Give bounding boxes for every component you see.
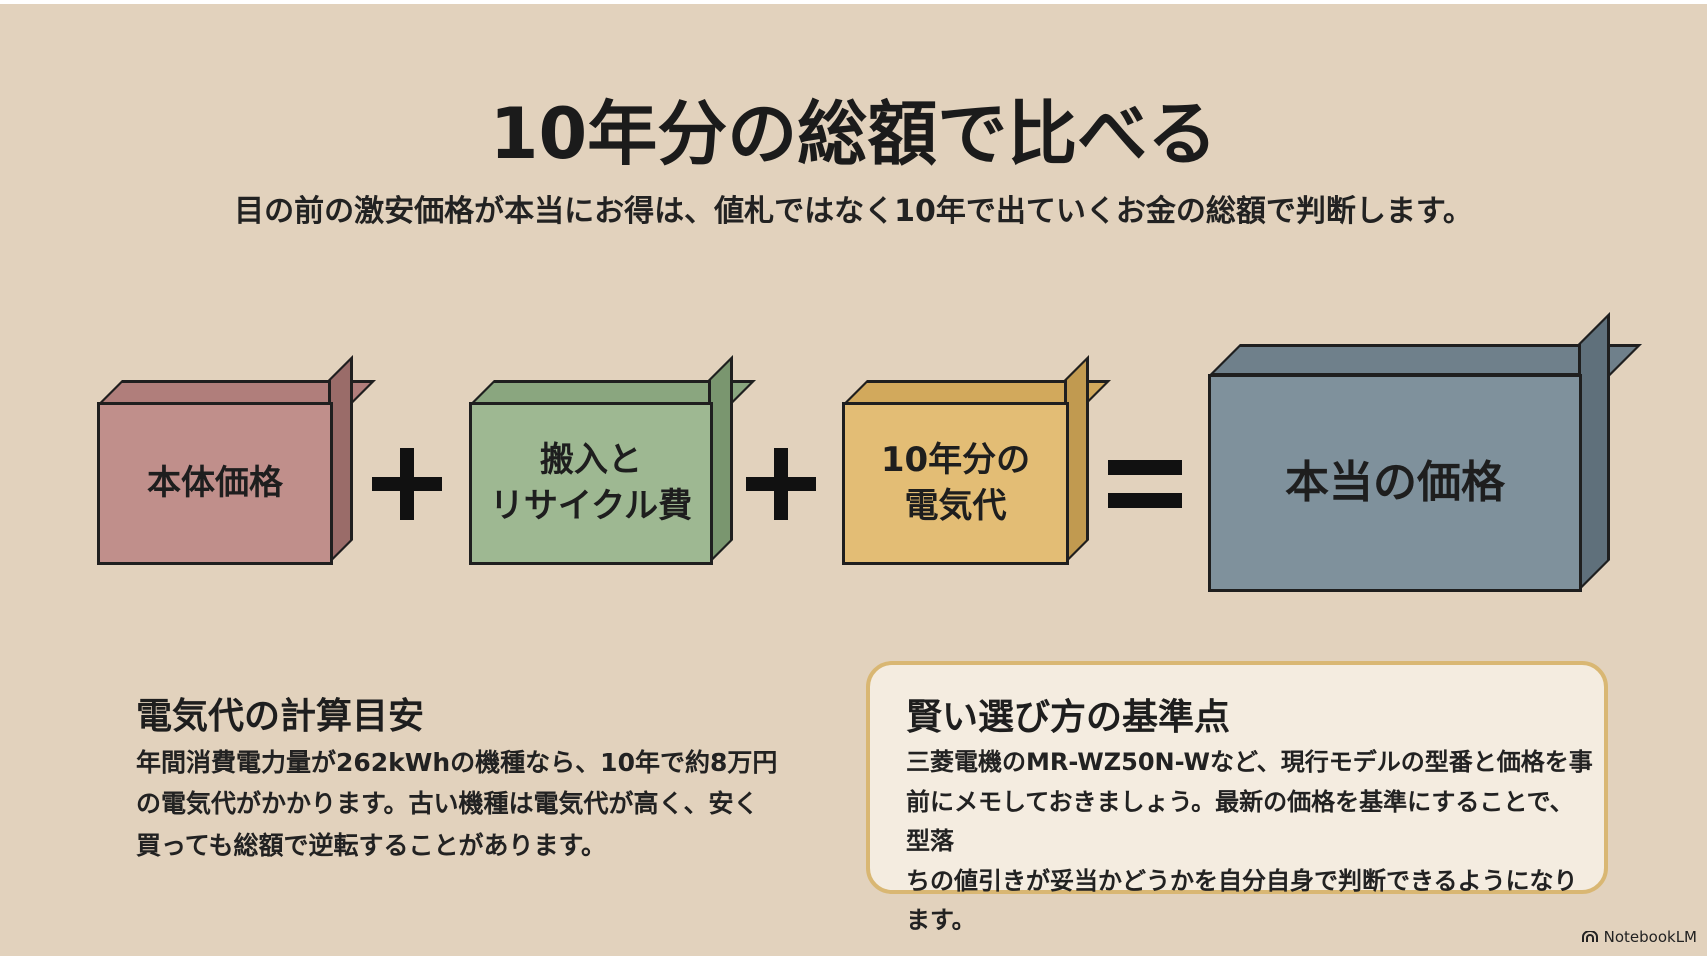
electricity-body: 年間消費電力量が262kWhの機種なら、10年で約8万円 の電気代がかかります。…: [136, 742, 836, 866]
tips-body-line-3: ちの値引きが妥当かどうかを自分自身で判断できるようになります。: [906, 866, 1578, 935]
electricity-body-line-1: 年間消費電力量が262kWhの機種なら、10年で約8万円: [136, 748, 778, 777]
tips-body: 三菱電機のMR-WZ50N-Wなど、現行モデルの型番と価格を事 前にメモしておき…: [906, 743, 1596, 941]
box-body-price-label: 本体価格: [147, 462, 283, 503]
tips-body-line-2: 前にメモしておきましょう。最新の価格を基準にすることで、型落: [906, 787, 1574, 856]
tips-heading: 賢い選び方の基準点: [906, 697, 1231, 738]
box-body-price: 本体価格: [97, 402, 333, 565]
box-electricity: 10年分の 電気代: [842, 402, 1069, 565]
box-delivery-recycle: 搬入と リサイクル費: [469, 402, 713, 565]
brand-label: NotebookLM: [1603, 928, 1697, 946]
electricity-body-line-2: の電気代がかかります。古い機種は電気代が高く、安く: [136, 789, 759, 819]
notebooklm-brand: NotebookLM: [1581, 928, 1697, 946]
box-electricity-label: 10年分の 電気代: [880, 439, 1031, 526]
slide: 10年分の総額で比べる 目の前の激安価格が本当にお得は、値札ではなく10年で出て…: [0, 4, 1707, 956]
box-true-price-label: 本当の価格: [1285, 457, 1505, 509]
box-delivery-recycle-label: 搬入と リサイクル費: [489, 439, 693, 526]
electricity-body-line-3: 買っても総額で逆転することがあります。: [136, 830, 607, 860]
box-true-price-side: [1578, 312, 1610, 592]
notebooklm-logo-icon: [1581, 931, 1598, 942]
box-true-price-top: [1208, 344, 1642, 376]
page-subtitle: 目の前の激安価格が本当にお得は、値札ではなく10年で出ていくお金の総額で判断しま…: [234, 194, 1473, 229]
tips-card: 賢い選び方の基準点 三菱電機のMR-WZ50N-Wなど、現行モデルの型番と価格を…: [866, 661, 1608, 934]
page-title: 10年分の総額で比べる: [489, 93, 1218, 175]
tips-body-line-1: 三菱電機のMR-WZ50N-Wなど、現行モデルの型番と価格を事: [906, 748, 1593, 776]
electricity-heading: 電気代の計算目安: [136, 696, 425, 737]
box-true-price: 本当の価格: [1208, 374, 1582, 592]
